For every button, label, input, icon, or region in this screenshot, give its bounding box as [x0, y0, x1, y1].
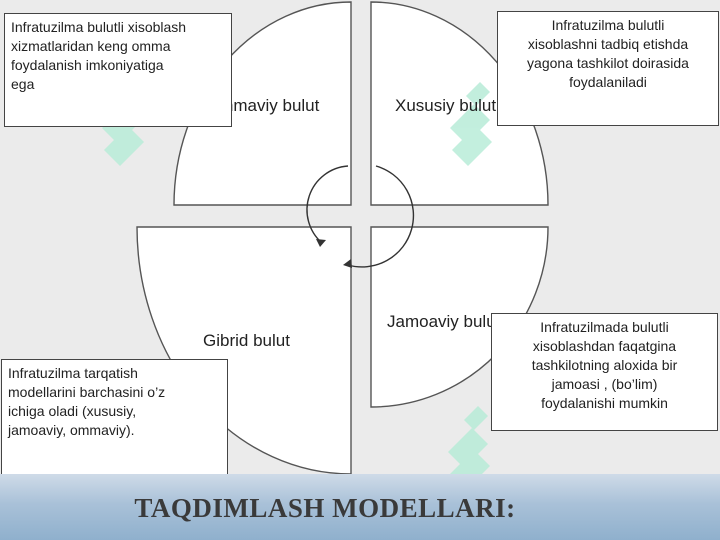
quadrant-label-public: Ommaviy bulut [206, 96, 320, 115]
quadrant-label-community: Jamoaviy bulut [387, 312, 501, 331]
quadrant-label-private: Xususiy bulut [395, 96, 497, 115]
note-private: Infratuzilma bulutli xisoblashni tadbiq … [497, 11, 719, 126]
note-community: Infratuzilmada bulutli xisoblashdan faqa… [491, 313, 718, 431]
quadrant-label-hybrid: Gibrid bulut [203, 331, 290, 350]
page-title: TAQDIMLASH MODELLARI: [134, 493, 516, 523]
cycle-arrow-icon [306, 165, 415, 268]
watermark-logo-icon [450, 82, 492, 166]
note-hybrid: Infratuzilma tarqatish modellarini barch… [1, 359, 228, 475]
note-public: Infratuzilma bulutli xisoblash xizmatlar… [4, 13, 232, 127]
footer-band [0, 474, 720, 540]
